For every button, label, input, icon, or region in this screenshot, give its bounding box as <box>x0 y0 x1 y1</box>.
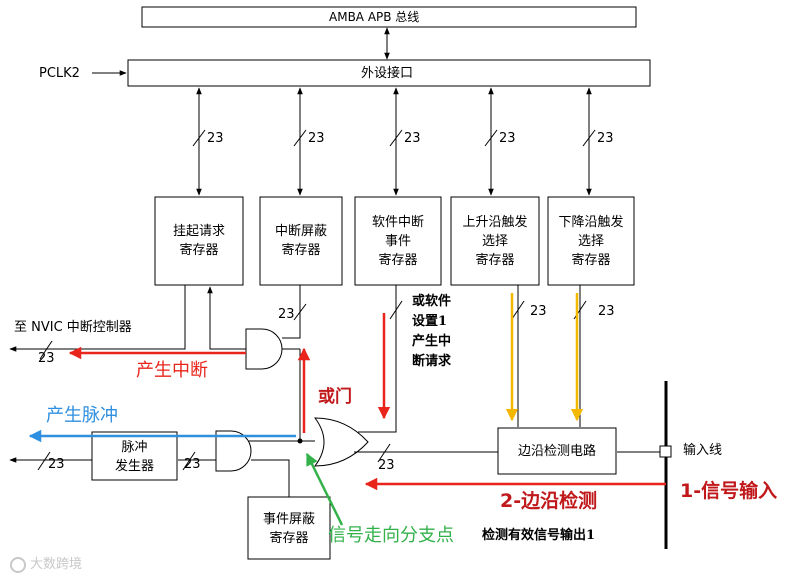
bus-width-slashes <box>192 129 596 147</box>
width-label: 23 <box>48 457 65 472</box>
edge-detect-box <box>497 427 617 475</box>
sw-set-note: 或软件 设置1 产生中 断请求 <box>412 294 452 369</box>
or-gate-symbol <box>314 417 369 467</box>
event-mask-register-text: 事件屏蔽寄存器 <box>262 512 315 546</box>
sw-event-register-text: 软件中断事件寄存器 <box>371 215 424 268</box>
watermark-text: 大数跨境 <box>30 557 83 572</box>
branch-label: 信号走向分支点 <box>328 525 454 546</box>
periph-interface-box <box>127 59 651 87</box>
pulse-gen-box <box>91 431 178 481</box>
upper-and-gate <box>245 328 283 370</box>
register-links <box>196 87 592 196</box>
int-mask-register-box <box>259 196 343 286</box>
width-label: 23 <box>38 351 55 366</box>
edge-detect-text: 边沿检测电路 <box>517 444 596 459</box>
width-label: 23 <box>597 131 614 146</box>
lower-and-gate <box>215 430 252 472</box>
amba-bus-label: AMBA APB 总线 <box>329 10 420 24</box>
swevent-to-or <box>358 285 397 433</box>
or-gate-label: 或门 <box>318 387 352 407</box>
step2-label: 2-边沿检测 <box>500 490 598 512</box>
step1-label: 1-信号输入 <box>680 480 778 502</box>
width-label: 23 <box>404 131 421 146</box>
rising-register-box <box>450 196 540 286</box>
width-label: 23 <box>308 131 325 146</box>
width-label: 23 <box>530 304 547 319</box>
input-line-label: 输入线 <box>683 443 723 458</box>
event-mask-register-box <box>247 496 331 560</box>
width-label: 23 <box>278 307 295 322</box>
gen-int-label: 产生中断 <box>136 360 208 381</box>
sw-event-register-box <box>354 196 442 286</box>
gen-pulse-label: 产生脉冲 <box>46 405 118 426</box>
input-pin <box>659 445 672 458</box>
falling-register-box <box>547 196 635 286</box>
int-mask-register-text: 中断屏蔽寄存器 <box>274 224 327 258</box>
pending-register-text: 挂起请求寄存器 <box>172 224 225 258</box>
periph-interface-label: 外设接口 <box>361 66 414 81</box>
amba-bus-box <box>141 6 637 28</box>
nvic-label: 至 NVIC 中断控制器 <box>14 320 132 335</box>
width-label: 23 <box>184 457 201 472</box>
width-label: 23 <box>207 131 224 146</box>
pulse-gen-text: 脉冲发生器 <box>114 440 154 474</box>
rising-register-text: 上升沿触发选择寄存器 <box>462 215 528 268</box>
pending-register-box <box>154 196 244 286</box>
pclk-label: PCLK2 <box>39 66 80 81</box>
nvic-line <box>9 285 186 352</box>
width-label: 23 <box>378 458 395 473</box>
width-label: 23 <box>598 304 615 319</box>
falling-register-text: 下降沿触发选择寄存器 <box>558 215 624 268</box>
width-label: 23 <box>499 131 516 146</box>
edge-out-label: 检测有效信号输出1 <box>482 528 596 543</box>
branch-arrow <box>305 452 344 526</box>
watermark-logo-icon <box>10 557 26 573</box>
